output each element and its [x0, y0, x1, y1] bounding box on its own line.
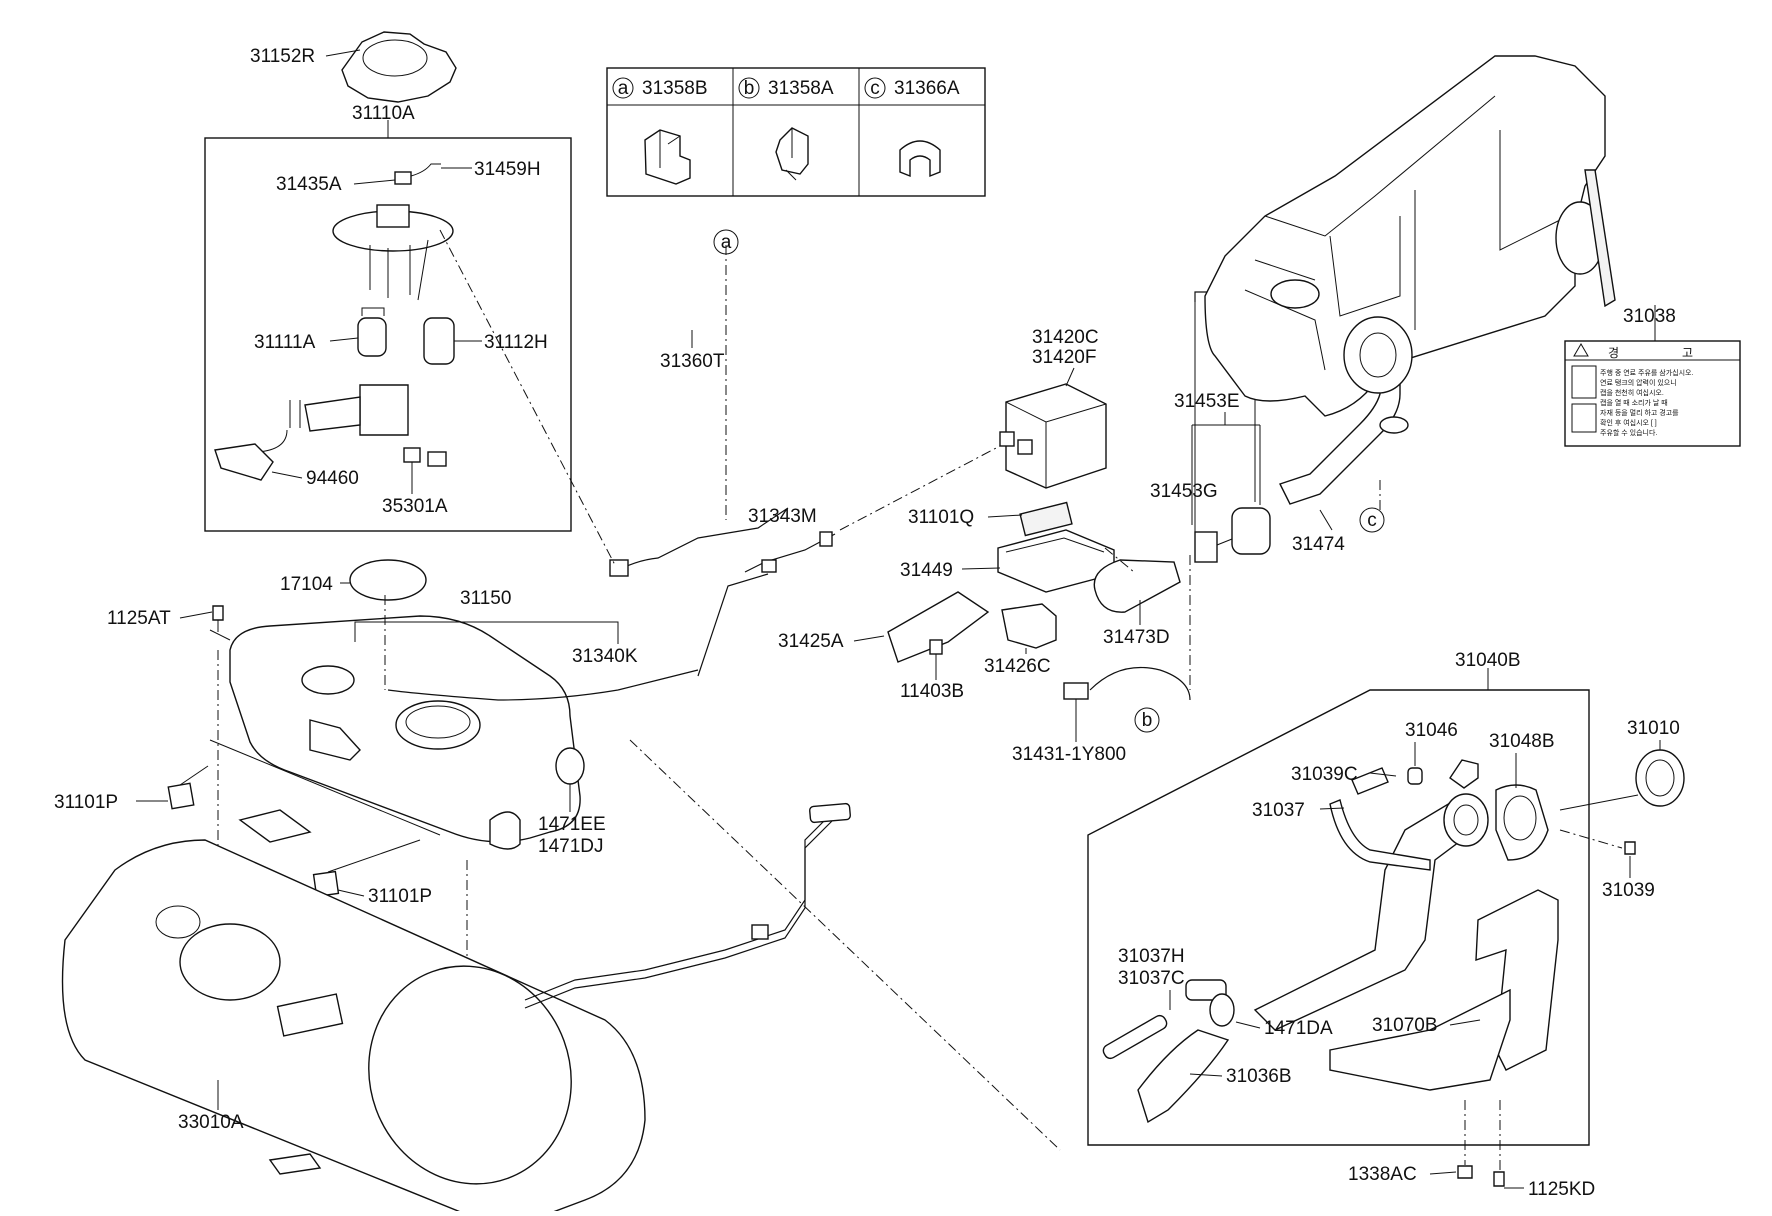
pump-module-box	[204, 120, 572, 532]
callout-31420C: 31420C	[1032, 327, 1099, 348]
clip-part-c: 31366A	[894, 78, 960, 99]
warning-line-4: 캡을 열 때 소리가 날 때	[1600, 398, 1668, 407]
clip-marker-a: a	[618, 78, 629, 99]
callout-31039C: 31039C	[1291, 764, 1358, 785]
lock-ring-drawing	[341, 31, 457, 103]
callout-31040B: 31040B	[1455, 650, 1521, 671]
warning-line-3: 캡을 천천히 여십시오.	[1600, 388, 1664, 397]
callouts: 31152R 31110A 31435A 31459H 31111A 31112…	[54, 46, 1680, 1200]
vehicle-drawing	[1204, 55, 1616, 417]
marker-a: a	[713, 229, 739, 255]
callout-1471DJ: 1471DJ	[538, 836, 604, 857]
callout-31112H: 31112H	[484, 332, 548, 353]
callout-31037H: 31037H	[1118, 946, 1185, 967]
filler-box	[1087, 668, 1590, 1187]
clip-marker-b: b	[744, 78, 755, 99]
bracket-drawing	[887, 591, 1057, 663]
warning-line-2: 연료 탱크의 압력이 있으니	[1600, 378, 1677, 387]
clip-a-drawing	[644, 129, 691, 185]
marker-b: b	[1134, 707, 1160, 733]
callout-94460: 94460	[306, 468, 359, 489]
callout-31426C: 31426C	[984, 656, 1051, 677]
purge-valve-drawing	[1194, 507, 1271, 563]
callout-31037: 31037	[1252, 800, 1305, 821]
callout-31474: 31474	[1292, 534, 1345, 555]
warning-line-7: 주유할 수 있습니다.	[1600, 428, 1657, 437]
clip-part-a: 31358B	[642, 78, 708, 99]
callout-31360T: 31360T	[660, 351, 725, 372]
tube-connector-drawing	[609, 559, 629, 577]
callout-1125KD: 1125KD	[1528, 1179, 1595, 1200]
callout-17104: 17104	[280, 574, 333, 595]
callout-1471EE: 1471EE	[538, 814, 606, 835]
callout-31152R: 31152R	[250, 46, 315, 67]
callout-31473D: 31473D	[1103, 627, 1170, 648]
callout-31101Q: 31101Q	[908, 507, 974, 528]
warning-line-5: 자재 등을 멀리 하고 경고를	[1600, 408, 1679, 417]
clip-c-drawing	[899, 140, 941, 178]
warning-heading-left: 경	[1608, 346, 1619, 360]
clip-b-drawing	[775, 127, 809, 181]
marker-c: c	[1359, 507, 1385, 533]
callout-31453G: 31453G	[1150, 481, 1218, 502]
clip-part-b: 31358A	[768, 78, 834, 99]
marker-a-label: a	[721, 232, 732, 253]
callout-31111A: 31111A	[254, 332, 316, 353]
fuel-cap-drawing	[1635, 749, 1685, 807]
clip-marker-c: c	[870, 78, 880, 99]
callout-31070B: 31070B	[1372, 1015, 1438, 1036]
warning-line-1: 주행 중 연료 주유를 삼가십시오.	[1600, 368, 1693, 377]
callout-33010A: 33010A	[178, 1112, 244, 1133]
callout-11403B: 11403B	[900, 681, 964, 702]
marker-c-label: c	[1367, 510, 1377, 531]
callout-31037C: 31037C	[1118, 968, 1185, 989]
callout-31343M: 31343M	[748, 506, 817, 527]
gasket-drawing	[349, 559, 427, 601]
callout-31048B: 31048B	[1489, 731, 1555, 752]
clamp-drawing	[555, 747, 585, 785]
callout-31435A: 31435A	[276, 174, 342, 195]
warning-heading-right: 고	[1682, 346, 1693, 360]
callout-31038: 31038	[1623, 306, 1676, 327]
callout-31420F: 31420F	[1032, 347, 1096, 368]
callout-31340K: 31340K	[572, 646, 638, 667]
warning-line-6: 확인 후 여십시오 [ ]	[1600, 418, 1657, 427]
fuel-tank-drawing	[167, 605, 581, 898]
sensor-drawing	[1063, 682, 1089, 700]
callout-31010: 31010	[1627, 718, 1680, 739]
lpg-tank-drawing	[61, 809, 646, 1216]
callout-31110A: 31110A	[352, 103, 415, 124]
callout-31150: 31150	[460, 588, 511, 609]
callout-31046: 31046	[1405, 720, 1458, 741]
callout-1338AC: 1338AC	[1348, 1164, 1417, 1185]
callout-1125AT: 1125AT	[107, 608, 171, 629]
hose-drawing	[1093, 559, 1181, 613]
callout-31039: 31039	[1602, 880, 1655, 901]
callout-31449: 31449	[900, 560, 953, 581]
warning-label: 경 고 주행 중 연료 주유를 삼가십시오. 연료 탱크의 압력이 있으니 캡을…	[1564, 340, 1741, 447]
callout-31036B: 31036B	[1226, 1066, 1292, 1087]
callout-31459H: 31459H	[474, 159, 541, 180]
callout-1471DA: 1471DA	[1264, 1018, 1333, 1039]
callout-31101P-upper: 31101P	[54, 792, 118, 813]
callout-31431-1Y800: 31431-1Y800	[1012, 744, 1126, 765]
callout-35301A: 35301A	[382, 496, 448, 517]
canister-drawing	[999, 383, 1107, 489]
canister-tray-drawing	[997, 501, 1115, 593]
clip-table: a 31358B b 31358A c 31366A	[606, 67, 986, 197]
callout-31101P-lower: 31101P	[368, 886, 432, 907]
marker-b-label: b	[1142, 710, 1153, 731]
callout-31425A: 31425A	[778, 631, 844, 652]
callout-31453E: 31453E	[1174, 391, 1240, 412]
